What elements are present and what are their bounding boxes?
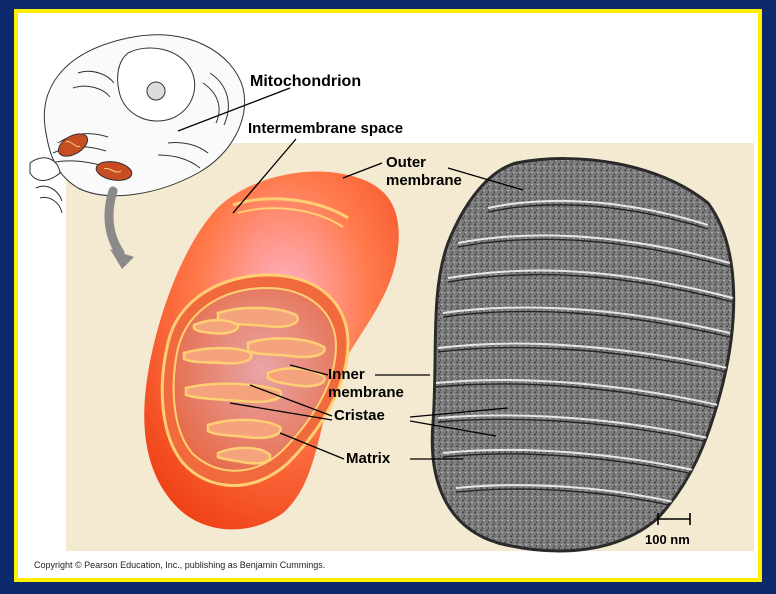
mitochondrion-diagram <box>18 13 758 578</box>
cristae-label: Cristae <box>334 407 385 425</box>
scale-bar-label: 100 nm <box>645 531 690 549</box>
figure-panel: Mitochondrion Intermembrane space Outer … <box>14 9 762 582</box>
inner-membrane-label-line1: Inner <box>328 366 365 384</box>
copyright-notice: Copyright © Pearson Education, Inc., pub… <box>34 560 325 570</box>
outer-membrane-label-line2: membrane <box>386 172 462 190</box>
inner-membrane-label-line2: membrane <box>328 384 404 402</box>
outer-membrane-label-line1: Outer <box>386 154 426 172</box>
mitochondrion-label: Mitochondrion <box>250 73 361 91</box>
intermembrane-space-label: Intermembrane space <box>248 120 403 138</box>
matrix-label: Matrix <box>346 450 390 468</box>
